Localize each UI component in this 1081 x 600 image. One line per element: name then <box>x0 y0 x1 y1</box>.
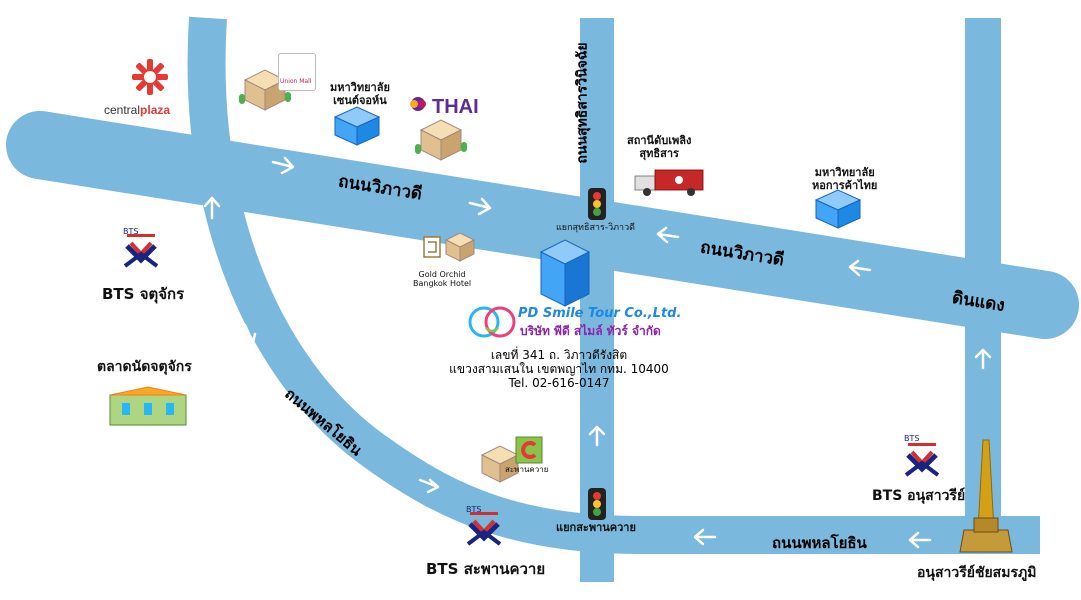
gold-orchid-hotel-label: Gold Orchid Bangkok Hotel <box>413 270 472 289</box>
st-john-university-label: มหาวิทยาลัย เซนต์จอห์น <box>330 81 390 107</box>
utcc-label: มหาวิทยาลัย หอการค้าไทย <box>812 166 878 192</box>
arrow-up-icon <box>588 425 606 447</box>
bts-saphan-khwai-label: BTS สะพานควาย <box>426 560 546 578</box>
bts-logo-text: BTS <box>904 434 920 443</box>
thai-airways-label: THAI <box>432 96 479 118</box>
road-label-sutthisan: ถนนสุทธิสารวินิจฉัย <box>574 42 591 164</box>
arrow-left-icon <box>848 259 872 277</box>
union-mall-logo-frame <box>278 53 316 91</box>
road-phahonyothin <box>187 16 1040 554</box>
company-name-en: PD Smile Tour Co.,Ltd. <box>518 306 682 321</box>
arrow-up-icon <box>203 196 221 220</box>
bts-victory-label: BTS อนุสาวรีย์ <box>872 488 966 504</box>
company-phone: Tel. 02-616-0147 <box>508 376 610 390</box>
building-icon <box>444 232 476 262</box>
arrow-left-icon <box>693 528 717 546</box>
building-icon <box>415 119 467 161</box>
pd-smile-logo-icon <box>468 306 516 338</box>
traffic-light-icon <box>588 488 606 520</box>
victory-monument-label: อนุสาวรีย์ชัยสมรภูมิ <box>917 565 1037 581</box>
arrow-right-icon <box>418 478 440 494</box>
arrow-right-icon <box>468 197 492 216</box>
company-address: เลขที่ 341 ถ. วิภาวดีรังสิต แขวงสามเสนใน… <box>449 348 669 390</box>
intersection-saphan-khwai-label: แยกสะพานควาย <box>556 521 636 534</box>
central-plaza-logo-icon <box>132 59 168 95</box>
market-building-icon <box>109 386 187 426</box>
office-tower-icon <box>539 239 591 307</box>
arrow-down-icon <box>243 323 257 345</box>
arrow-right-icon <box>271 156 295 175</box>
intersection-sutthisan-vibhavadi-label: แยกสุทธิสาร-วิภาวดี <box>556 223 636 233</box>
address-line-2: แขวงสามเสนใน เขตพญาไท กทม. 10400 <box>449 362 669 376</box>
arrow-left-icon <box>908 531 932 549</box>
bts-logo-icon <box>466 512 502 546</box>
arrow-up-icon <box>974 348 992 370</box>
bts-logo-text: BTS <box>466 505 482 514</box>
arrow-left-icon <box>656 226 680 244</box>
fire-station-label: สถานีดับเพลิง สุทธิสาร <box>627 134 692 160</box>
bts-logo-text: BTS <box>123 227 139 236</box>
union-mall-label: Union Mall <box>280 78 312 85</box>
central-plaza-label: centralplaza <box>104 103 171 117</box>
building-icon <box>480 445 520 483</box>
traffic-light-icon <box>588 188 606 220</box>
direction-arrows <box>203 156 992 549</box>
address-line-1: เลขที่ 341 ถ. วิภาวดีรังสิต <box>490 348 628 362</box>
thai-airways-logo-icon <box>410 97 426 111</box>
roads <box>6 16 1079 582</box>
chatuchak-market-label: ตลาดนัดจตุจักร <box>97 359 192 375</box>
gold-orchid-logo-icon <box>423 236 441 258</box>
bts-logo-icon <box>904 443 940 477</box>
road-label-phahonyothin-south: ถนนพหลโยธิน <box>772 534 867 552</box>
victory-monument-icon <box>959 439 1013 553</box>
fire-truck-icon <box>634 169 704 196</box>
university-building-icon <box>333 106 381 146</box>
bts-chatuchak-label: BTS จตุจักร <box>102 285 185 303</box>
company-name-th: บริษัท พีดี สไมล์ ทัวร์ จำกัด <box>520 324 661 338</box>
big-c-saphan-khwai-label: สะพานควาย <box>505 465 549 474</box>
university-building-icon <box>814 189 862 229</box>
bts-logo-icon <box>123 234 159 268</box>
big-c-logo-icon <box>515 436 543 464</box>
